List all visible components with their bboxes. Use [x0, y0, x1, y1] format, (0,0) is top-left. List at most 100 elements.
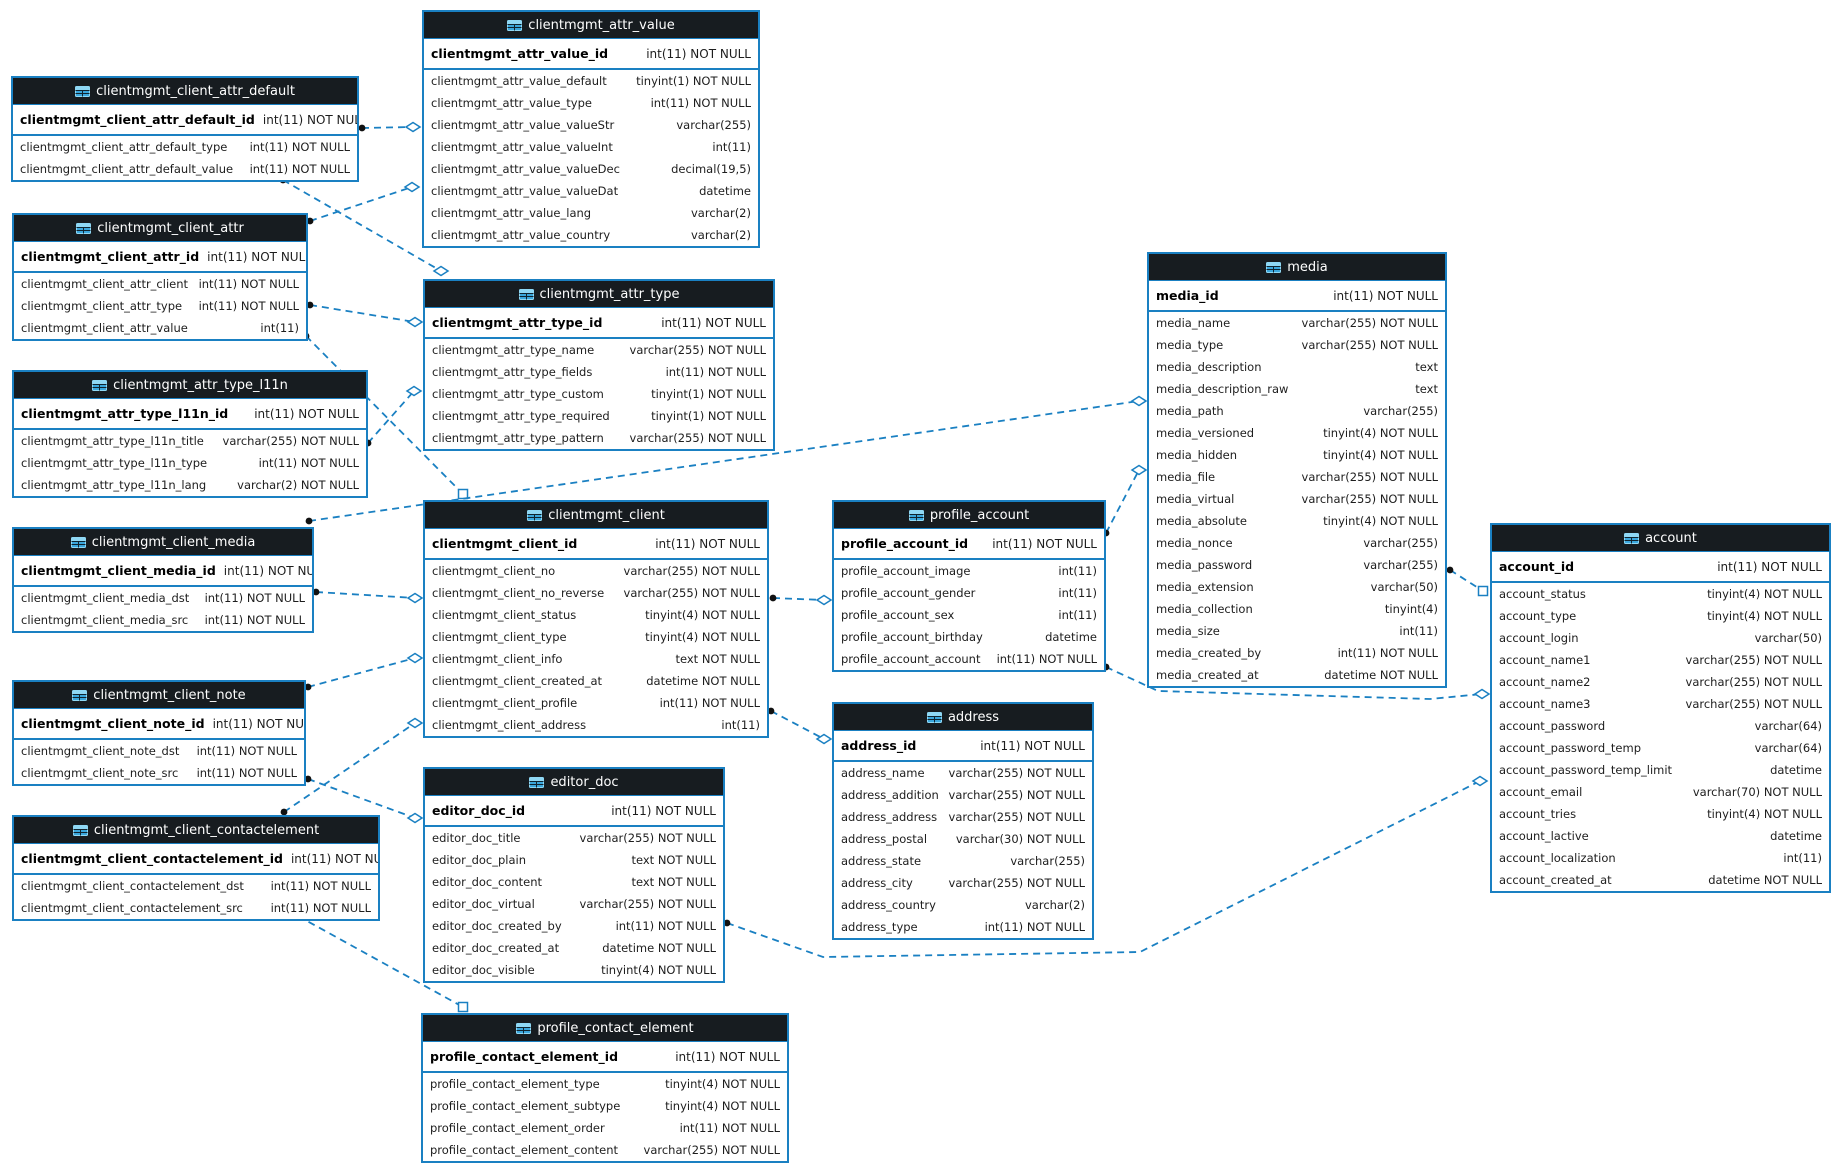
relationship-clientmgmt_client_contactelement-to-clientmgmt_client[interactable]: [280, 717, 424, 816]
table-header[interactable]: clientmgmt_attr_value: [424, 12, 758, 39]
relationship-media-to-account[interactable]: [1446, 566, 1489, 597]
relationship-editor_doc-to-account[interactable]: [723, 775, 1489, 958]
table-header[interactable]: account: [1492, 525, 1829, 552]
table-header[interactable]: clientmgmt_client: [425, 502, 767, 529]
relationship-clientmgmt_client_attr-to-clientmgmt_attr_value[interactable]: [306, 181, 421, 225]
table-header[interactable]: profile_account: [834, 502, 1104, 529]
table-header[interactable]: clientmgmt_client_note: [14, 682, 304, 709]
relationship-clientmgmt_client_media-to-clientmgmt_client[interactable]: [312, 588, 424, 604]
table-header[interactable]: editor_doc: [425, 769, 723, 796]
relationship-clientmgmt_client-to-profile_account[interactable]: [769, 594, 833, 606]
table-header[interactable]: clientmgmt_attr_type: [425, 281, 773, 308]
table-header[interactable]: clientmgmt_client_attr_default: [13, 78, 357, 105]
relationship-clientmgmt_client_attr-to-clientmgmt_attr_type[interactable]: [306, 301, 424, 328]
relationship-clientmgmt_client_note-to-clientmgmt_client[interactable]: [304, 652, 424, 691]
table-header[interactable]: clientmgmt_client_contactelement: [14, 817, 378, 844]
table-header[interactable]: clientmgmt_client_attr: [14, 215, 306, 242]
table-header[interactable]: address: [834, 704, 1092, 731]
table-header[interactable]: media: [1149, 254, 1445, 281]
